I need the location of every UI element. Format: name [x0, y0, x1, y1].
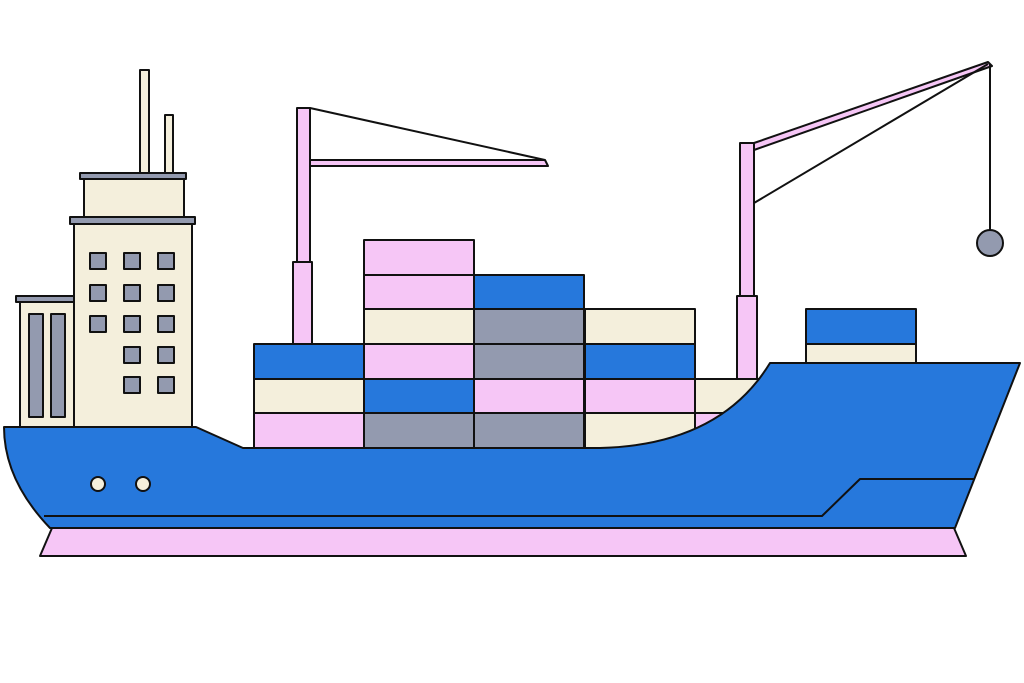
hull-deck-line	[44, 478, 975, 517]
bridge-window	[89, 252, 107, 270]
bridge-tower	[15, 69, 196, 428]
container	[473, 308, 585, 345]
container	[253, 412, 365, 449]
bridge-window	[123, 252, 141, 270]
left-crane	[292, 107, 549, 348]
bridge-window	[157, 376, 175, 394]
bridge-window	[157, 346, 175, 364]
container	[473, 378, 585, 415]
container	[253, 343, 365, 380]
container	[253, 378, 365, 415]
container	[584, 308, 696, 345]
hull-waterline	[39, 527, 967, 557]
crane-hook-ball	[976, 229, 1004, 257]
porthole-2	[135, 476, 151, 492]
porthole-1	[90, 476, 106, 492]
bridge-window	[89, 315, 107, 333]
container	[473, 274, 585, 311]
container	[363, 378, 475, 415]
bridge-window	[123, 346, 141, 364]
container	[473, 343, 585, 380]
container	[363, 274, 475, 311]
bridge-window	[123, 376, 141, 394]
bridge-windows	[89, 252, 175, 394]
container	[473, 412, 585, 449]
bridge-window	[157, 284, 175, 302]
bridge-window	[89, 284, 107, 302]
container	[363, 308, 475, 345]
container	[584, 378, 696, 415]
bridge-window	[123, 284, 141, 302]
container	[363, 412, 475, 449]
right-crane	[736, 61, 1004, 381]
container-stack	[253, 239, 761, 449]
hull	[3, 362, 1021, 529]
container	[584, 343, 696, 380]
bridge-window	[157, 252, 175, 270]
bridge-window	[123, 315, 141, 333]
bow-containers	[805, 308, 917, 369]
container	[363, 239, 475, 276]
container	[363, 343, 475, 380]
bridge-window	[157, 315, 175, 333]
